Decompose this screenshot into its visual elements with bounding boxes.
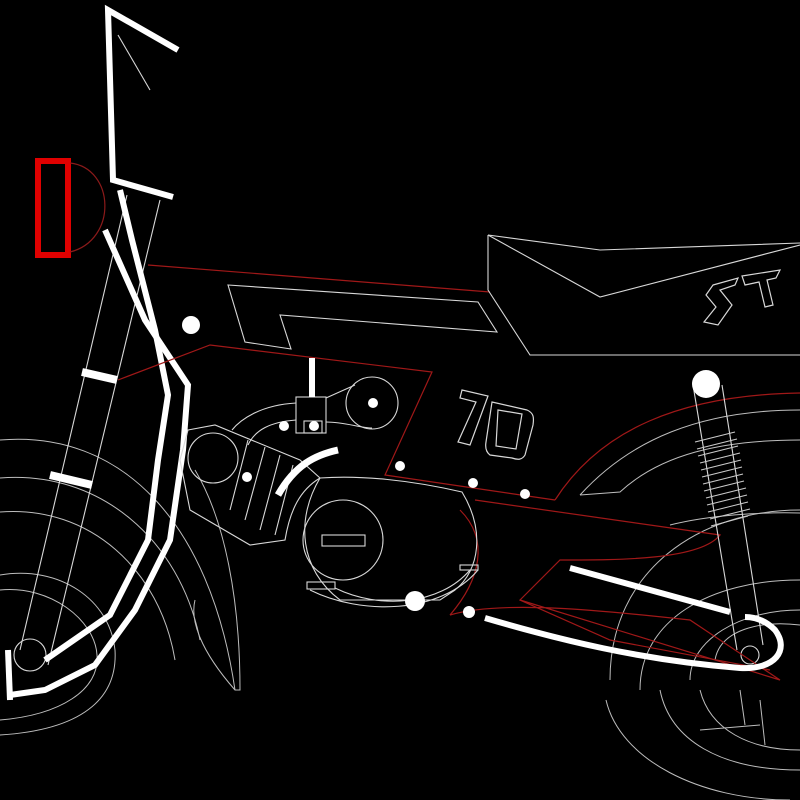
handlebar (104, 4, 180, 200)
rear-wheel (605, 509, 800, 800)
front-fork (5, 189, 192, 701)
rear-fender (554, 392, 800, 526)
bolts (182, 316, 530, 618)
reflector-icon (35, 158, 71, 258)
frame (117, 264, 781, 681)
fuel-tank (487, 234, 800, 356)
side-cover-70 (457, 389, 535, 460)
swingarm (484, 565, 784, 672)
headlight (35, 158, 106, 258)
side-stripe (227, 284, 499, 350)
rear-shock (692, 370, 764, 651)
tank-label-st (702, 269, 782, 326)
engine (179, 358, 479, 608)
